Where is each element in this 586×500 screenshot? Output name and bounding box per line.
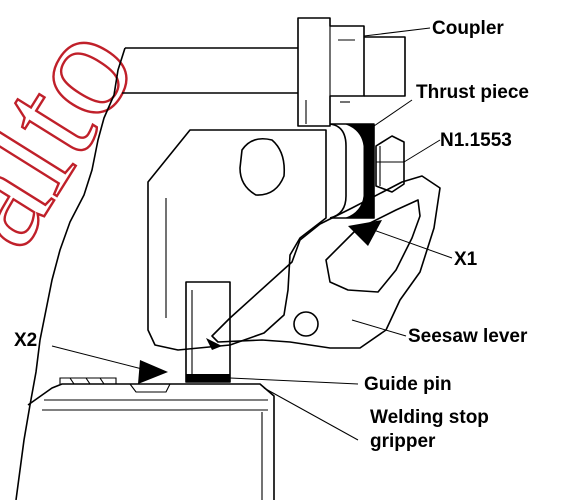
label-thrust-piece: Thrust piece [416,82,529,103]
leader-lines [51,27,453,441]
hex-nut [375,135,405,193]
label-seesaw-lever: Seesaw lever [408,326,528,347]
watermark-text: alto [0,0,167,272]
label-n-code: N1.1553 [440,130,512,151]
coupler-part [297,17,365,127]
label-gripper: gripper [370,431,436,452]
x1-arrow [348,220,382,246]
label-x1: X1 [454,249,478,270]
guide-pin-part [185,281,231,383]
welding-stop-gripper [27,377,275,500]
main-body [147,129,327,351]
label-welding-stop: Welding stop [370,407,489,428]
label-x2: X2 [14,330,37,351]
thrust-piece-part [329,123,375,219]
shaft [122,36,406,97]
housing-outline [15,47,126,500]
x2-arrow [138,360,168,384]
label-coupler: Coupler [432,18,504,39]
seesaw-lever-part [211,175,441,349]
label-guide-pin: Guide pin [364,374,452,395]
